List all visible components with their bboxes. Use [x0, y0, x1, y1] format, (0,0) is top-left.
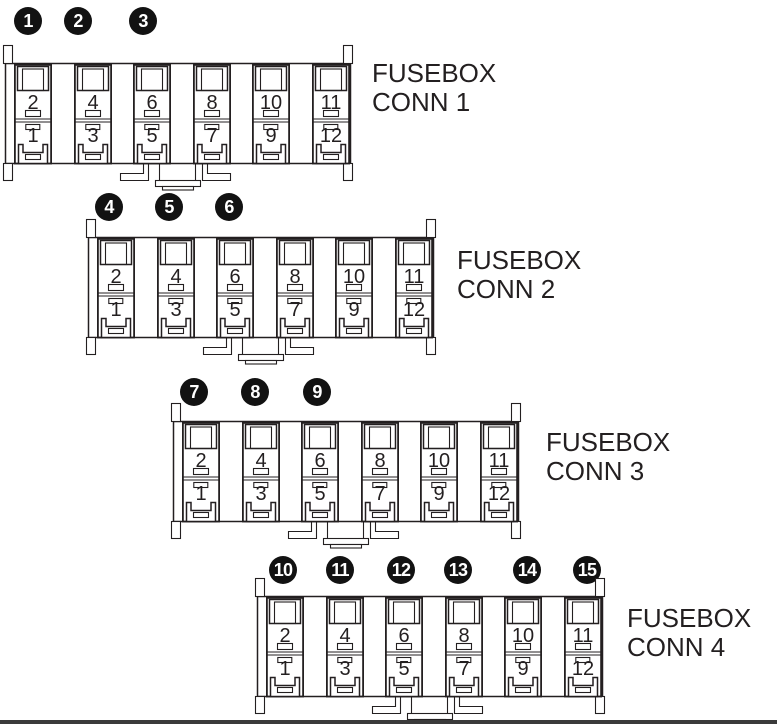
callout-8: 8 — [241, 378, 269, 406]
fusebox-label-line1: FUSEBOX — [546, 427, 671, 457]
fuse-number: 6 — [398, 625, 409, 647]
fuse-number: 4 — [339, 625, 350, 647]
callout-9: 9 — [303, 378, 331, 406]
fuse-number: 4 — [87, 92, 98, 114]
fuse-number: 11 — [404, 266, 425, 288]
fusebox-body — [172, 404, 521, 549]
fuse-number: 5 — [398, 658, 409, 680]
fuse-number: 12 — [572, 658, 594, 680]
callout-13: 13 — [444, 556, 472, 584]
fuse-number: 10 — [260, 92, 282, 114]
fusebox-label-line1: FUSEBOX — [457, 245, 582, 275]
fuse-number: 9 — [265, 125, 276, 147]
fusebox-body — [87, 220, 436, 365]
callout-15: 15 — [573, 556, 601, 584]
fusebox-conn-1-label: FUSEBOX CONN 1 — [372, 59, 496, 117]
fusebox-body — [256, 579, 605, 724]
fuse-number: 12 — [488, 483, 510, 505]
fuse-number: 7 — [458, 658, 469, 680]
fusebox-conn-1-drawing: 2 4 6 8 10 11 1 3 5 7 9 12 — [2, 44, 358, 194]
fuse-number: 6 — [314, 450, 325, 472]
fuse-number: 7 — [374, 483, 385, 505]
fuse-number: 7 — [206, 125, 217, 147]
fuse-number: 7 — [289, 299, 300, 321]
fuse-number: 12 — [403, 299, 425, 321]
fuse-number: 9 — [433, 483, 444, 505]
callout-6: 6 — [215, 193, 243, 221]
callout-3: 3 — [129, 7, 157, 35]
fuse-number: 11 — [573, 625, 594, 647]
fuse-number: 4 — [170, 266, 181, 288]
fusebox-conn-4-drawing: 2 4 6 8 10 11 1 3 5 7 9 12 — [254, 577, 610, 726]
fuse-number: 2 — [279, 625, 290, 647]
fusebox-conn-2-drawing: 2 4 6 8 10 11 1 3 5 7 9 12 — [85, 218, 441, 368]
fuse-number: 5 — [314, 483, 325, 505]
fuse-number: 8 — [206, 92, 217, 114]
fuse-number: 10 — [512, 625, 534, 647]
fuse-number: 11 — [489, 450, 510, 472]
fusebox-body — [4, 46, 353, 191]
fusebox-label-line2: CONN 1 — [372, 87, 471, 117]
callout-12: 12 — [387, 556, 415, 584]
fuse-number: 4 — [255, 450, 266, 472]
fusebox-label-line1: FUSEBOX — [627, 603, 752, 633]
fusebox-label-line2: CONN 4 — [627, 632, 726, 662]
callout-10: 10 — [269, 556, 297, 584]
fusebox-conn-3-drawing: 2 4 6 8 10 11 1 3 5 7 9 12 — [170, 402, 526, 552]
fuse-number: 1 — [279, 658, 290, 680]
fuse-number: 2 — [110, 266, 121, 288]
fuse-number: 9 — [517, 658, 528, 680]
fuse-number: 6 — [146, 92, 157, 114]
fuse-number: 12 — [320, 125, 342, 147]
fuse-number: 3 — [255, 483, 266, 505]
callout-7: 7 — [180, 378, 208, 406]
callout-14: 14 — [513, 556, 541, 584]
fuse-number: 9 — [348, 299, 359, 321]
fuse-number: 2 — [27, 92, 38, 114]
callout-4: 4 — [95, 193, 123, 221]
fusebox-conn-2-label: FUSEBOX CONN 2 — [457, 246, 581, 304]
fusebox-label-line2: CONN 2 — [457, 274, 556, 304]
fusebox-conn-4-label: FUSEBOX CONN 4 — [627, 604, 751, 662]
fuse-number: 10 — [343, 266, 365, 288]
bottom-divider — [0, 720, 777, 724]
fuse-number: 5 — [146, 125, 157, 147]
fuse-number: 8 — [458, 625, 469, 647]
callout-1: 1 — [14, 7, 42, 35]
fuse-number: 3 — [170, 299, 181, 321]
fusebox-label-line1: FUSEBOX — [372, 58, 497, 88]
fuse-number: 6 — [229, 266, 240, 288]
callout-5: 5 — [155, 193, 183, 221]
fuse-number: 2 — [195, 450, 206, 472]
fusebox-label-line2: CONN 3 — [546, 456, 645, 486]
callout-11: 11 — [326, 556, 354, 584]
fuse-number: 8 — [289, 266, 300, 288]
fuse-number: 3 — [339, 658, 350, 680]
callout-2: 2 — [64, 7, 92, 35]
fuse-number: 8 — [374, 450, 385, 472]
fuse-number: 1 — [195, 483, 206, 505]
fusebox-conn-3-label: FUSEBOX CONN 3 — [546, 428, 670, 486]
fuse-number: 3 — [87, 125, 98, 147]
fuse-number: 5 — [229, 299, 240, 321]
fuse-number: 1 — [110, 299, 121, 321]
fuse-number: 1 — [27, 125, 38, 147]
fuse-number: 11 — [321, 92, 342, 114]
fuse-number: 10 — [428, 450, 450, 472]
